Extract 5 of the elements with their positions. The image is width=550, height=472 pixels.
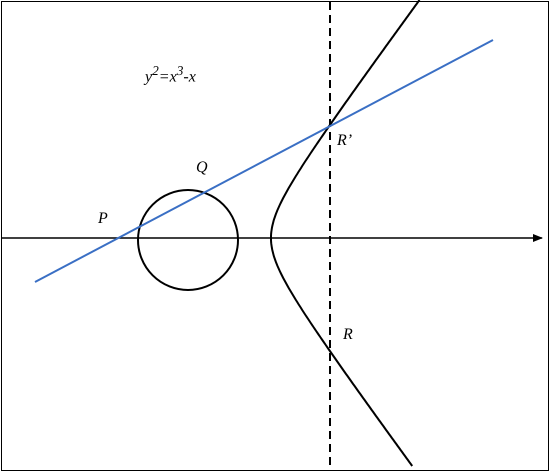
point-label: Q bbox=[196, 159, 208, 177]
equation: y$^{2}$=x$^{3}$-x bbox=[145, 62, 196, 86]
point-label: R bbox=[343, 326, 353, 344]
point-label: P bbox=[98, 210, 108, 228]
point-label: R’ bbox=[337, 132, 352, 150]
